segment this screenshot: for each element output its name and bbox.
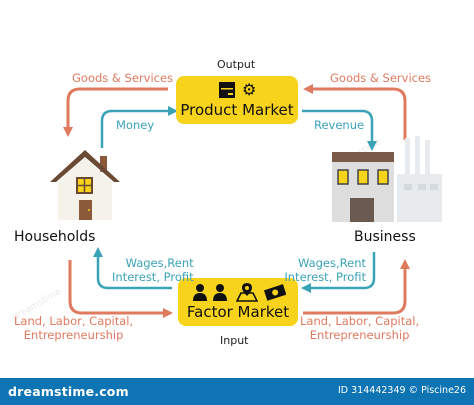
wages-flow-right-arrow: [301, 252, 376, 293]
business-label: Business: [354, 229, 416, 245]
gear-icon: ⚙: [242, 80, 257, 99]
money-bill-icon: [263, 283, 287, 305]
revenue-flow-arrow: [302, 109, 377, 151]
goods-services-right-label: Goods & Services: [330, 71, 432, 85]
wages-right-line1: Wages,Rent: [297, 256, 366, 270]
money-label: Money: [116, 118, 155, 132]
factors-right-label: Land, Labor, Capital, Entrepreneurship: [300, 314, 419, 342]
goods-services-left-label: Goods & Services: [72, 71, 174, 85]
households-label: Households: [14, 229, 96, 245]
wages-flow-left-arrow: [93, 247, 172, 290]
map-pin-icon: [235, 282, 259, 306]
people-icon: [192, 283, 230, 305]
footer-bar: dreamstime.com ID 314442349 © Piscine26: [0, 378, 474, 405]
wages-right-label: Wages,Rent Interest, Profit: [272, 256, 366, 284]
wages-left-label: Wages,Rent Interest, Profit: [112, 256, 194, 284]
input-label: Input: [220, 334, 249, 347]
output-label: Output: [217, 58, 256, 71]
footer-image-id: ID 314442349 © Piscine26: [338, 385, 466, 396]
wages-right-line2: Interest, Profit: [284, 270, 366, 284]
factors-flow-left-arrow: [68, 260, 173, 318]
factors-right-line2: Entrepreneurship: [309, 328, 410, 342]
factor-market-title: Factor Market: [186, 303, 290, 321]
product-market-box: ⚙ Product Market: [176, 76, 298, 124]
house-icon: [50, 148, 120, 224]
goods-flow-right-arrow: [303, 84, 407, 140]
money-flow-arrow: [100, 106, 178, 148]
wages-left-line1: Wages,Rent: [125, 256, 194, 270]
wages-left-line2: Interest, Profit: [112, 270, 194, 284]
factors-right-line1: Land, Labor, Capital,: [300, 314, 420, 328]
factor-market-box: Factor Market: [178, 278, 298, 326]
factors-left-label: Land, Labor, Capital, Entrepreneurship: [14, 314, 133, 342]
flow-arrows: [63, 84, 410, 318]
revenue-label: Revenue: [314, 118, 365, 132]
factors-flow-right-arrow: [303, 259, 410, 315]
goods-flow-left-arrow: [63, 87, 168, 137]
factors-left-line2: Entrepreneurship: [23, 328, 124, 342]
package-icon: [218, 81, 236, 103]
product-market-title: Product Market: [180, 101, 294, 119]
footer-brand: dreamstime.com: [8, 384, 129, 399]
factors-left-line1: Land, Labor, Capital,: [14, 314, 134, 328]
business-building-icon: [332, 136, 444, 226]
